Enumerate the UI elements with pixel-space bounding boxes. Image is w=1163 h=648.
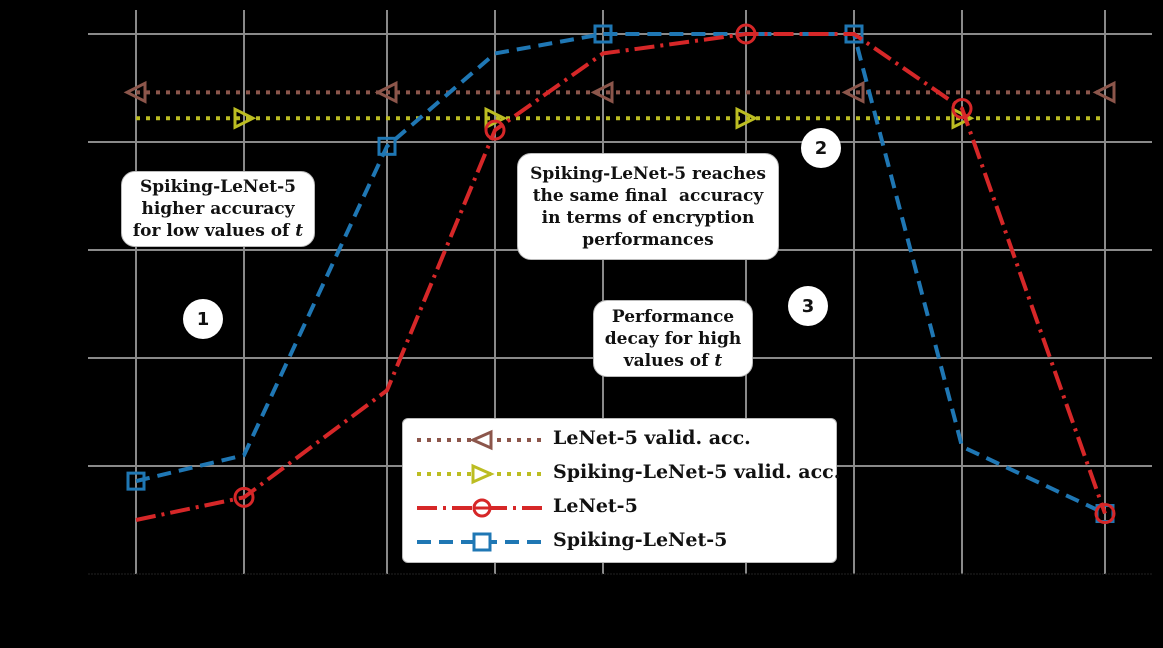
legend-label: Spiking-LeNet-5 valid. acc. bbox=[553, 461, 841, 483]
legend-item-lenet5: LeNet-5 bbox=[403, 491, 836, 525]
annotation-1-line3-text: for low values of bbox=[132, 221, 296, 241]
triangle-left-marker-icon bbox=[123, 80, 147, 104]
legend-label: Spiking-LeNet-5 bbox=[553, 529, 728, 551]
series-spiking-lenet-5-valid-acc- bbox=[136, 106, 1105, 130]
triangle-left-marker-icon bbox=[841, 80, 865, 104]
annotation-box-1: Spiking-LeNet-5 higher accuracy for low … bbox=[121, 171, 315, 247]
legend-label: LeNet-5 bbox=[553, 495, 638, 517]
series-layer bbox=[123, 23, 1116, 525]
annotation-box-2: Spiking-LeNet-5 reaches the same final a… bbox=[517, 153, 779, 260]
triangle-left-marker-icon bbox=[1092, 80, 1116, 104]
legend-swatch-circle-icon bbox=[417, 498, 543, 518]
circle-marker-icon bbox=[951, 98, 973, 120]
legend-swatch-triangle-right-icon bbox=[417, 463, 543, 485]
annotation-1-line1: Spiking-LeNet-5 bbox=[139, 177, 296, 197]
legend-swatch-square-icon bbox=[417, 532, 543, 552]
legend-item-spiking-lenet5: Spiking-LeNet-5 bbox=[403, 525, 836, 559]
legend-item-lenet5-valid: LeNet-5 valid. acc. bbox=[403, 423, 836, 457]
triangle-left-marker-icon bbox=[374, 80, 398, 104]
annotation-3-line2: decay for high bbox=[604, 328, 742, 349]
annotation-marker-1: 1 bbox=[183, 299, 223, 339]
annotation-3-italic-t: t bbox=[714, 350, 723, 371]
annotation-3-line3-text: values of bbox=[623, 350, 715, 371]
square-marker-icon bbox=[593, 24, 613, 44]
series-lenet-5-valid-acc- bbox=[123, 80, 1116, 104]
annotation-1-line3: for low values of t bbox=[133, 220, 303, 242]
circle-marker-icon bbox=[1094, 503, 1116, 525]
square-marker-icon bbox=[126, 471, 146, 491]
annotation-3-line1: Performance bbox=[611, 306, 735, 327]
legend-swatch-triangle-left-icon bbox=[417, 429, 543, 451]
annotation-box-3: Performance decay for high values of t bbox=[593, 300, 753, 377]
circle-marker-icon bbox=[233, 486, 255, 508]
square-marker-icon bbox=[377, 136, 397, 156]
annotation-2-line2: the same final accuracy bbox=[532, 185, 764, 206]
annotation-marker-2: 2 bbox=[801, 128, 841, 168]
triangle-right-marker-icon bbox=[484, 106, 508, 130]
triangle-left-marker-icon bbox=[590, 80, 614, 104]
annotation-1-line2: higher accuracy bbox=[141, 199, 295, 219]
legend-label: LeNet-5 valid. acc. bbox=[553, 427, 751, 449]
annotation-2-line4: performances bbox=[582, 229, 714, 250]
series-lenet-5 bbox=[135, 23, 1116, 525]
circle-marker-icon bbox=[484, 119, 506, 141]
annotation-2-line1: Spiking-LeNet-5 reaches bbox=[530, 163, 766, 184]
circle-marker-icon bbox=[735, 23, 757, 45]
annotation-1-italic-t: t bbox=[295, 221, 304, 241]
legend-item-spiking-valid: Spiking-LeNet-5 valid. acc. bbox=[403, 457, 840, 491]
legend: LeNet-5 valid. acc. Spiking-LeNet-5 vali… bbox=[402, 418, 840, 563]
triangle-right-marker-icon bbox=[735, 106, 759, 130]
annotation-2-line3: in terms of encryption bbox=[541, 207, 755, 228]
annotation-3-line3: values of t bbox=[605, 350, 741, 372]
annotation-marker-3: 3 bbox=[788, 286, 828, 326]
triangle-right-marker-icon bbox=[233, 106, 257, 130]
